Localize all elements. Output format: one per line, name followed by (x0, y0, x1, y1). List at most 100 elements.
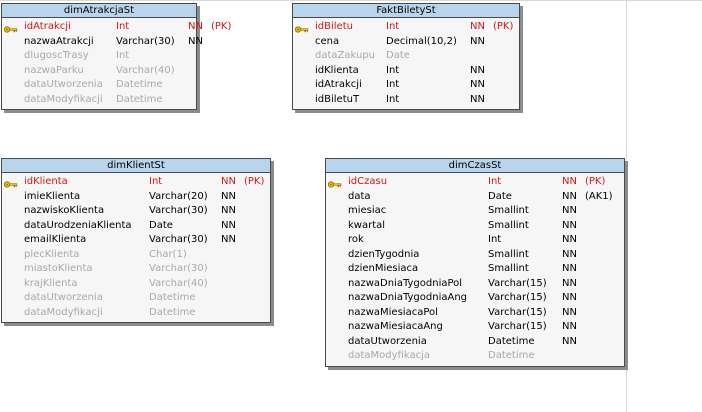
not-null-flag: NN (562, 263, 577, 274)
column-row[interactable]: imieKlienta Varchar(20) NN (2, 190, 270, 205)
column-type: Char(1) (149, 248, 187, 260)
column-type: Int (386, 79, 400, 90)
column-name: imieKlienta (24, 190, 81, 202)
column-name: kwartal (348, 219, 386, 231)
column-name: dataModyfikacji (24, 93, 103, 105)
column-type: Datetime (116, 79, 163, 90)
not-null-flag: NN (221, 190, 236, 202)
column-row[interactable]: miastoKlienta Varchar(30) (2, 262, 270, 277)
not-null-flag: NN (470, 79, 485, 90)
not-null-flag: NN (562, 234, 577, 245)
column-name: data (348, 190, 371, 202)
column-row[interactable]: idAtrakcji Int NN (293, 78, 519, 93)
not-null-flag: NN (470, 35, 485, 47)
entity-title[interactable]: FaktBiletySt (293, 4, 519, 18)
column-type: Varchar(20) (149, 190, 208, 202)
column-row[interactable]: cena Decimal(10,2) NN (293, 35, 519, 50)
column-type: Datetime (149, 292, 196, 303)
column-name: nazwaDniaTygodniaPol (348, 277, 463, 289)
column-row[interactable]: idBiletuT Int NN (293, 93, 519, 108)
column-type: Varchar(30) (116, 35, 175, 47)
column-name: idCzasu (348, 176, 388, 187)
column-name: nazwaMiesiacaPol (348, 306, 438, 318)
column-type: Date (488, 190, 512, 202)
key-flag: (PK) (493, 21, 514, 32)
column-name: idAtrakcji (315, 79, 362, 90)
column-name: plecKlienta (24, 248, 80, 260)
not-null-flag: NN (470, 93, 485, 105)
column-row[interactable]: dataModyfikacji Datetime (2, 306, 270, 321)
column-type: Varchar(30) (149, 263, 208, 274)
not-null-flag: NN (221, 234, 236, 245)
column-row[interactable]: plecKlienta Char(1) (2, 248, 270, 263)
column-name: miastoKlienta (24, 263, 93, 274)
column-type: Smallint (488, 263, 529, 274)
key-flag: (PK) (585, 176, 606, 187)
column-type: Datetime (116, 93, 163, 105)
page-boundary-line (626, 0, 627, 412)
column-name: nazwaMiesiacaAng (348, 321, 443, 332)
entity-title[interactable]: dimKlientSt (2, 159, 270, 173)
key-flag: (AK1) (585, 190, 613, 202)
column-name: nazwaDniaTygodniaAng (348, 292, 468, 303)
not-null-flag: NN (562, 176, 577, 187)
entity-title[interactable]: dimAtrakcjaSt (2, 4, 196, 18)
column-type: Datetime (149, 306, 196, 318)
not-null-flag: NN (562, 205, 577, 216)
column-type: Datetime (488, 335, 535, 347)
not-null-flag: NN (188, 21, 203, 32)
column-row[interactable]: dataModyfikacji Datetime (2, 93, 196, 108)
column-name: idBiletuT (315, 93, 360, 105)
column-type: Smallint (488, 205, 529, 216)
entity-title[interactable]: dimCzasSt (326, 159, 624, 173)
column-type: Decimal(10,2) (386, 35, 457, 47)
column-type: Datetime (488, 350, 535, 361)
column-name: nazwaParku (24, 64, 84, 76)
column-name: idKlienta (24, 176, 68, 187)
column-name: idBiletu (315, 21, 353, 32)
column-type: Int (386, 93, 400, 105)
column-name: rok (348, 234, 364, 245)
column-name: dataUtworzenia (24, 292, 103, 303)
column-row[interactable]: dataUtworzenia Datetime (2, 291, 270, 306)
column-type: Int (149, 176, 163, 187)
key-icon (327, 179, 342, 188)
column-name: cena (315, 35, 340, 47)
not-null-flag: NN (221, 176, 236, 187)
column-name: dataUrodzeniaKlienta (24, 219, 132, 231)
column-name: dataModyfikacji (24, 306, 103, 318)
not-null-flag: NN (221, 219, 236, 231)
